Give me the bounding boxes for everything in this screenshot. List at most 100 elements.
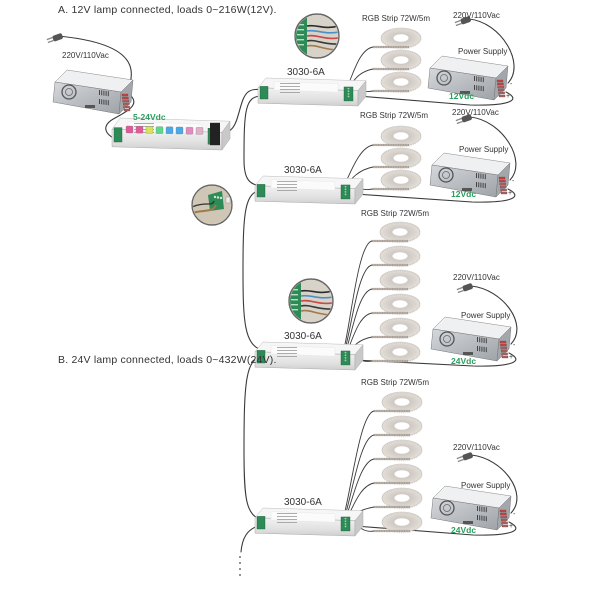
amp-3-strip-label: RGB Strip 72W/5m: [361, 209, 430, 218]
amp-2-model-label: 3030-6A: [284, 165, 322, 176]
amp3-to-amp4-wire: [243, 355, 263, 521]
polarity-minus: -: [512, 178, 515, 185]
input-terminal: [256, 516, 266, 530]
amp-3-mains-wire: [470, 285, 518, 345]
amp-2-mains-label: 220V/110Vac: [452, 108, 499, 117]
amp-4-led-strip-reel: [374, 439, 423, 462]
amp1-to-amp2-wire: [243, 95, 263, 187]
amp-4-psu-label: Power Supply: [461, 481, 511, 490]
amp2-to-amp3-wire: [242, 189, 263, 351]
amp-3-led-strip-reel: [372, 245, 421, 268]
master-controller: [111, 117, 231, 151]
amp-4-model-label: 3030-6A: [284, 497, 322, 508]
remote-button: [125, 125, 134, 134]
amp-4-mains-label: 220V/110Vac: [453, 443, 500, 452]
amp-2-led-strip-reel: [373, 125, 422, 148]
amp-4-led-strip-reel: [374, 463, 423, 486]
input-terminal: [259, 86, 269, 100]
polarity-plus: +: [508, 190, 512, 197]
remote-button: [155, 126, 164, 134]
amp-3-led-strip-reel: [372, 269, 421, 292]
amp-2-connector-zoom-inset: [191, 184, 233, 226]
output-terminal: [210, 122, 220, 146]
amp-4-strip-label: RGB Strip 72W/5m: [361, 378, 430, 387]
fan-icon: [438, 167, 454, 183]
amp-1-led-strip-reel: [373, 49, 422, 72]
amp-3-model-label: 3030-6A: [284, 331, 322, 342]
amp-4-dc-wire: [354, 521, 517, 536]
amp-1-psu-label: Power Supply: [458, 47, 508, 56]
amp-4-led-strip-reel: [374, 391, 423, 414]
master-mains-label: 220V/110Vac: [62, 51, 109, 60]
master-dc-wire: [105, 95, 135, 141]
amp-4-psu-voltage: 24Vdc: [451, 525, 477, 535]
amp-2-led-strip-reel: [373, 147, 422, 170]
amp-2-dc-wire: [354, 188, 516, 203]
remote-button: [195, 127, 204, 135]
amp-1-dc-wire: [357, 91, 514, 106]
amp-3-led-strip-reel: [372, 221, 421, 244]
amplifier-4-3030-6a: [254, 507, 364, 537]
amp-3-power-supply: [430, 316, 512, 362]
input-terminal: [256, 184, 266, 198]
remote-button: [165, 126, 174, 134]
polarity-plus: +: [506, 93, 510, 100]
amp-1-led-strip-reel: [373, 27, 422, 50]
amp-4-led-strip-reel: [374, 487, 423, 510]
amp-1-mains-label: 220V/110Vac: [453, 11, 500, 20]
amp-3-psu-voltage: 24Vdc: [451, 356, 477, 366]
amp-2-strip-label: RGB Strip 72W/5m: [360, 111, 429, 120]
amp-2-mains-plug-icon: [455, 114, 472, 125]
amp-2-psu-voltage: 12Vdc: [451, 189, 477, 199]
fan-icon: [439, 500, 455, 516]
amp-2-mains-wire: [469, 116, 517, 181]
amplifier-3-3030-6a: [254, 341, 364, 371]
amp-3-led-strip-reel: [372, 317, 421, 340]
input-terminal: [256, 350, 266, 364]
amp-3-psu-label: Power Supply: [461, 311, 511, 320]
polarity-plus: +: [509, 523, 513, 530]
amp-4-led-strip-reel: [374, 415, 423, 438]
amplifier-2-3030-6a: [254, 175, 364, 205]
polarity-minus: -: [510, 81, 513, 88]
devices: -+-+-+-+: [46, 13, 516, 537]
polarity-minus: -: [513, 511, 516, 518]
section-a-title: A. 12V lamp connected, loads 0~216W(12V)…: [58, 4, 277, 16]
amp-4-mains-plug-icon: [456, 452, 473, 463]
amp-1-power-supply: [427, 55, 509, 101]
amp-3-mains-plug-icon: [456, 283, 473, 294]
amp-3-dc-wire: [354, 352, 517, 367]
amp-1-psu-voltage: 12Vdc: [449, 91, 475, 101]
remote-button: [145, 126, 154, 134]
amp-1-mains-wire: [468, 18, 515, 84]
amp-1-mains-plug-icon: [454, 16, 471, 27]
fan-icon: [436, 70, 452, 86]
amp-3-mains-label: 220V/110Vac: [453, 273, 500, 282]
remote-button: [135, 126, 144, 134]
amp-2-power-supply: [429, 152, 511, 198]
amp-2-led-strip-reel: [373, 169, 422, 192]
amp-4-mains-wire: [470, 454, 518, 514]
remote-button: [185, 127, 194, 135]
fan-icon: [439, 331, 455, 347]
amp-1-strip-label: RGB Strip 72W/5m: [362, 14, 431, 23]
amp-1-led-strip-reel: [373, 71, 422, 94]
amplifier-1-3030-6a: [257, 77, 367, 107]
amp-3-led-strip-reel: [372, 293, 421, 316]
remote-button: [175, 126, 184, 135]
amp-1-model-label: 3030-6A: [287, 67, 325, 78]
master-power-supply: [52, 69, 134, 115]
amp-3-led-strip-reel: [372, 341, 421, 364]
master-to-amp1-wire: [225, 88, 263, 133]
amp-1-connector-zoom-inset: [294, 13, 340, 59]
amp-4-power-supply: [430, 485, 512, 531]
amp-4-led-strip-reel: [374, 511, 423, 534]
polarity-minus: -: [513, 342, 516, 349]
master-mains-plug-icon: [46, 33, 63, 44]
input-terminal: [113, 127, 123, 143]
amp-2-psu-label: Power Supply: [459, 145, 509, 154]
section-b-title: B. 24V lamp connected, loads 0~432W(24V)…: [58, 354, 277, 366]
master-voltage-label: 5-24Vdc: [133, 112, 166, 122]
amp-3-connector-zoom-inset: [288, 278, 334, 324]
